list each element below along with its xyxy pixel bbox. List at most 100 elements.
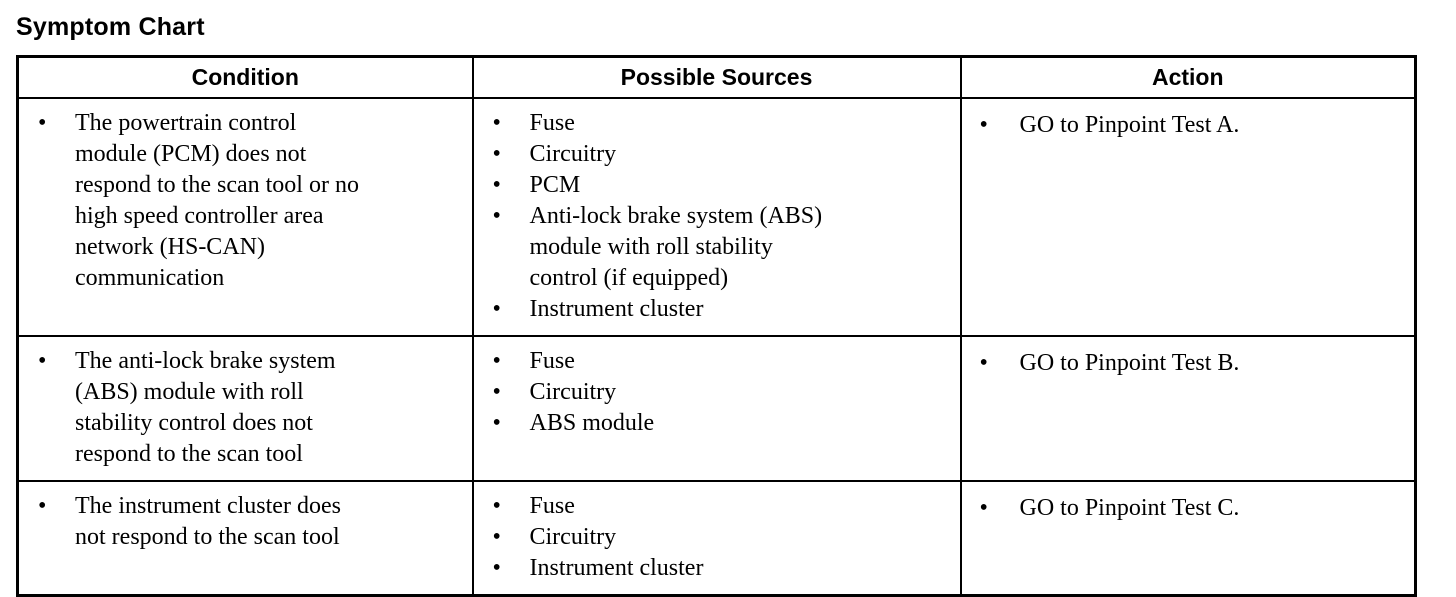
list-item-text: ABS module (530, 408, 954, 439)
text-line: The anti-lock brake system (75, 348, 336, 374)
table-header-row: Condition Possible Sources Action (17, 56, 1416, 99)
list-item: •Circuitry (474, 522, 954, 553)
text-line: Fuse (529, 348, 575, 374)
text-line: Instrument cluster (529, 296, 704, 322)
text-line: not respond to the scan tool (75, 524, 340, 550)
bullet-icon: • (492, 410, 501, 436)
text-line: respond to the scan tool (75, 441, 303, 467)
table-row: • The instrument cluster does not respond … (17, 480, 1416, 596)
text-line: Fuse (529, 110, 575, 136)
list-item-text: Instrument cluster (530, 553, 954, 584)
bullet-list-action: • GO to Pinpoint Test C. (962, 482, 1415, 534)
text-line: network (HS-CAN) (75, 234, 265, 260)
text-line: GO to Pinpoint Test A. (1019, 112, 1240, 138)
list-item: • ABS module (474, 408, 954, 439)
list-item-text: GO to Pinpoint Test A. (1020, 110, 1409, 141)
text-line: module (PCM) does not (75, 141, 307, 167)
text-line: The instrument cluster does (75, 493, 341, 519)
list-item: •Fuse (474, 346, 954, 377)
table-header: Condition Possible Sources Action (17, 56, 1416, 99)
list-item: • The powertrain control module (PCM) does… (19, 108, 466, 294)
cell-condition: • The anti-lock brake system (ABS) module … (17, 335, 474, 482)
cell-action: • GO to Pinpoint Test C. (959, 480, 1416, 596)
cell-possible-sources: •Fuse•Circuitry•Instrument cluster (471, 480, 962, 596)
bullet-icon: • (979, 350, 988, 376)
text-line: GO to Pinpoint Test C. (1019, 495, 1240, 521)
table-row: • The anti-lock brake system (ABS) module … (17, 335, 1416, 482)
list-item: • PCM (474, 170, 954, 201)
text-line: Anti-lock brake system (ABS) (529, 203, 823, 229)
table-body: • The powertrain control module (PCM) does… (17, 97, 1416, 596)
cell-action: • GO to Pinpoint Test B. (959, 335, 1416, 482)
bullet-list-possible-sources: •Fuse•Circuitry•Instrument cluster (474, 482, 960, 594)
text-line: Instrument cluster (529, 555, 704, 581)
table-row: • The powertrain control module (PCM) does… (17, 97, 1416, 337)
text-line: Fuse (529, 493, 575, 519)
text-line: (ABS) module with roll (75, 379, 304, 405)
bullet-icon: • (492, 555, 501, 581)
bullet-list-action: • GO to Pinpoint Test B. (962, 337, 1415, 389)
bullet-icon: • (38, 110, 47, 136)
text-line: Circuitry (529, 524, 617, 550)
text-line: PCM (529, 172, 581, 198)
list-item: • Circuitry (474, 377, 954, 408)
bullet-icon: • (492, 203, 501, 229)
bullet-list-action: • GO to Pinpoint Test A. (962, 99, 1415, 151)
bullet-icon: • (38, 493, 47, 519)
list-item-text: GO to Pinpoint Test C. (1020, 493, 1409, 524)
bullet-icon: • (492, 493, 501, 519)
list-item: • Instrument cluster (474, 553, 954, 584)
bullet-list-condition: • The anti-lock brake system (ABS) module … (19, 337, 472, 480)
text-line: Circuitry (529, 379, 617, 405)
column-header-possible-sources: Possible Sources (471, 56, 962, 99)
text-line: GO to Pinpoint Test B. (1019, 350, 1240, 376)
list-item-text: Instrument cluster (530, 294, 954, 325)
list-item: • Fuse (474, 491, 954, 522)
text-line: communication (75, 265, 225, 291)
bullet-icon: • (492, 172, 501, 198)
bullet-icon: • (492, 296, 501, 322)
text-line: Circuitry (529, 141, 617, 167)
bullet-list-possible-sources: •Fuse•Circuitry•ABS module (474, 337, 960, 449)
cell-possible-sources: •Fuse•Circuitry•PCM•Anti-lock brake syst… (471, 97, 962, 337)
list-item-text: PCM (530, 170, 954, 201)
text-line: control (if equipped) (529, 265, 729, 291)
list-item-text: Circuitry (530, 139, 954, 170)
list-item: • GO to Pinpoint Test C. (962, 493, 1409, 524)
bullet-list-condition: • The powertrain control module (PCM) does… (19, 99, 472, 304)
list-item: • Anti-lock brake system (ABS) module with… (474, 201, 954, 294)
bullet-list-condition: • The instrument cluster does not respond … (19, 482, 472, 563)
text-line: ABS module (529, 410, 655, 436)
cell-action: • GO to Pinpoint Test A. (959, 97, 1416, 337)
list-item-text: Circuitry (530, 377, 954, 408)
text-line: respond to the scan tool or no (75, 172, 359, 198)
list-item-text: Fuse (530, 108, 954, 139)
list-item: • GO to Pinpoint Test A. (962, 110, 1409, 141)
bullet-list-possible-sources: •Fuse•Circuitry•PCM•Anti-lock brake syst… (474, 99, 960, 335)
list-item-text: Fuse (530, 491, 954, 522)
list-item: • Instrument cluster (474, 294, 954, 325)
bullet-icon: • (979, 112, 988, 138)
list-item: • The anti-lock brake system (ABS) module … (19, 346, 466, 470)
list-item: • The instrument cluster does not respond … (19, 491, 466, 553)
text-line: stability control does not (75, 410, 313, 436)
column-header-action: Action (959, 56, 1416, 99)
list-item: •Fuse (474, 108, 954, 139)
cell-condition: • The instrument cluster does not respond … (17, 480, 474, 596)
page-title: Symptom Chart (16, 13, 205, 41)
list-item-text: The anti-lock brake system (ABS) module w… (75, 346, 466, 470)
text-line: module with roll stability (529, 234, 773, 260)
list-item-text: Fuse (530, 346, 954, 377)
cell-possible-sources: •Fuse•Circuitry•ABS module (471, 335, 962, 482)
column-header-condition: Condition (17, 56, 474, 99)
text-line: high speed controller area (75, 203, 324, 229)
bullet-icon: • (979, 495, 988, 521)
cell-condition: • The powertrain control module (PCM) does… (17, 97, 474, 337)
list-item-text: Anti-lock brake system (ABS) module with … (530, 201, 954, 294)
symptom-chart-table: Condition Possible Sources Action • The p… (16, 55, 1417, 597)
bullet-icon: • (492, 379, 501, 405)
list-item: •Circuitry (474, 139, 954, 170)
list-item-text: Circuitry (530, 522, 954, 553)
bullet-icon: • (38, 348, 47, 374)
text-line: The powertrain control (75, 110, 297, 136)
